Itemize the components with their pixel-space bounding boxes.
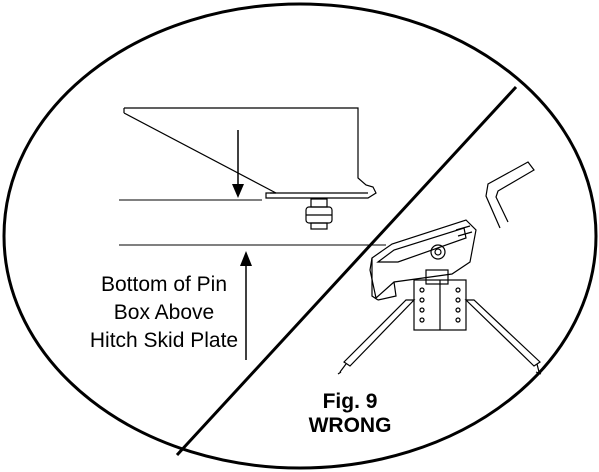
label-line-3: Hitch Skid Plate [89, 329, 239, 352]
pin-box [123, 107, 377, 199]
up-arrow [240, 251, 252, 360]
wrong-label: WRONG [308, 414, 392, 437]
label-line-2: Box Above [113, 301, 215, 324]
down-arrow [232, 130, 244, 198]
figure-number: Fig. 9 [322, 390, 378, 413]
wrong-slash [175, 85, 518, 457]
fifth-wheel-hitch [337, 161, 542, 375]
kingpin [305, 198, 333, 230]
label-line-1: Bottom of Pin [100, 273, 228, 296]
